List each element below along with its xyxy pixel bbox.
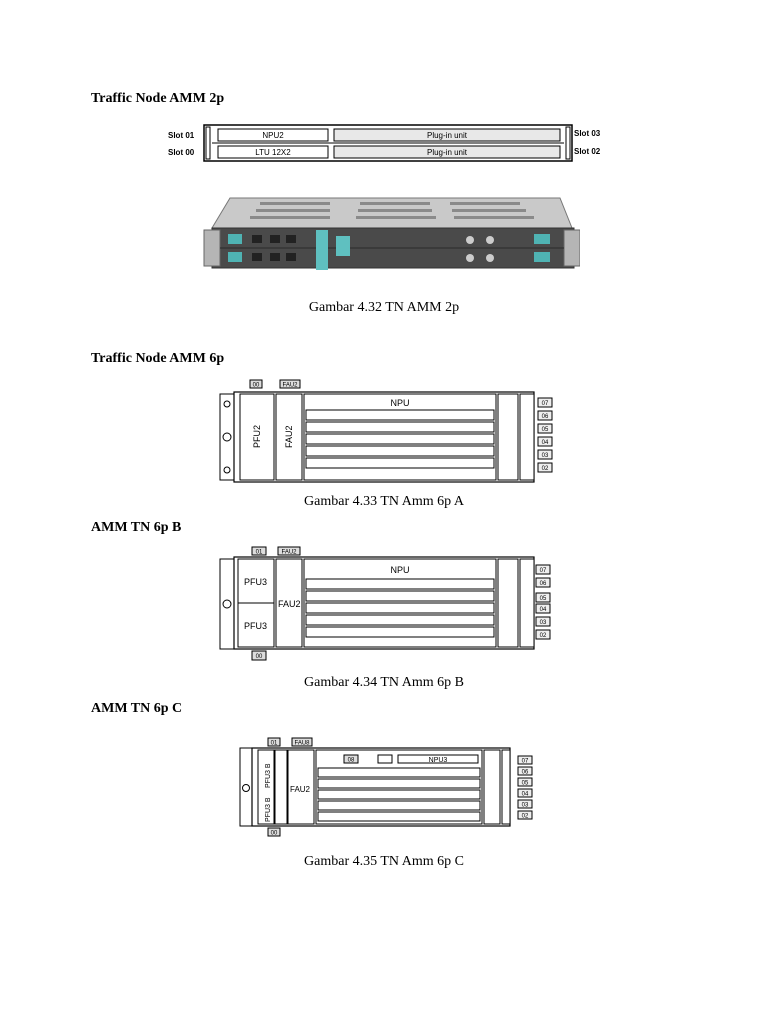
slot-tag: 08 — [348, 758, 355, 764]
unit-label: FAU2 — [290, 785, 311, 794]
figure-caption: Gambar 4.33 TN Amm 6p A — [304, 494, 464, 509]
amm-6p-c-diagram: 01 FAU8 00 PFU3 B PFU3 B FAU2 08 NPU3 07… — [239, 737, 533, 837]
unit-label: LTU 12X2 — [255, 148, 291, 157]
slot-tag: 00 — [253, 383, 260, 389]
slot-label: Slot 00 — [168, 148, 195, 157]
slot-tag: 02 — [522, 814, 529, 820]
slot-tag: 04 — [542, 440, 549, 446]
unit-label: Plug-in unit — [427, 148, 468, 157]
figure-caption: Gambar 4.35 TN Amm 6p C — [304, 854, 464, 869]
unit-label: Plug-in unit — [427, 131, 468, 140]
amm-2p-photo — [203, 197, 580, 270]
slot-tag: 05 — [542, 427, 549, 433]
unit-label: PFU3 B — [265, 763, 272, 788]
slot-tag: FAU8 — [294, 741, 310, 747]
unit-label: PFU3 B — [265, 797, 272, 822]
slot-tag: 00 — [256, 654, 263, 660]
figure-caption: Gambar 4.34 TN Amm 6p B — [304, 675, 464, 690]
slot-tag: 05 — [522, 781, 529, 787]
slot-tag: 04 — [540, 607, 547, 613]
slot-tag: 02 — [542, 466, 549, 472]
slot-tag: 06 — [522, 770, 529, 776]
slot-tag: 06 — [540, 581, 547, 587]
amm-6p-b-diagram: 01 FAU2 00 PFU3 PFU3 FAU2 NPU 07 06 05 0… — [219, 546, 551, 661]
slot-tag: 02 — [540, 633, 547, 639]
slot-tag: 01 — [256, 550, 263, 556]
section-heading-amm-6p-c: AMM TN 6p C — [91, 701, 183, 716]
amm-6p-a-diagram: 00 FAU2 PFU2 FAU2 NPU 07 06 05 04 03 02 — [219, 379, 553, 483]
unit-label: PFU3 — [244, 621, 267, 631]
slot-tag: 00 — [271, 831, 278, 837]
slot-tag: 05 — [540, 596, 547, 602]
unit-label: PFU3 — [244, 577, 267, 587]
slot-label: Slot 03 — [574, 129, 601, 138]
slot-tag: FAU2 — [281, 550, 297, 556]
slot-tag: 01 — [271, 741, 278, 747]
unit-label: NPU3 — [429, 757, 448, 764]
slot-label: Slot 01 — [168, 131, 195, 140]
slot-tag: FAU2 — [282, 383, 298, 389]
section-heading-amm-6p-b: AMM TN 6p B — [91, 520, 182, 535]
slot-tag: 07 — [540, 568, 547, 574]
slot-tag: 04 — [522, 792, 529, 798]
figure-caption: Gambar 4.32 TN AMM 2p — [308, 300, 460, 315]
slot-tag: 07 — [522, 759, 529, 765]
slot-label: Slot 02 — [574, 147, 601, 156]
unit-label: PFU2 — [252, 425, 262, 448]
slot-tag: 07 — [542, 401, 549, 407]
slot-tag: 06 — [542, 414, 549, 420]
unit-label: NPU2 — [262, 131, 284, 140]
amm-2p-front-diagram: Slot 01 Slot 00 Slot 03 Slot 02 NPU2 LTU… — [168, 124, 601, 162]
section-heading-amm-2p: Traffic Node AMM 2p — [91, 91, 225, 106]
slot-tag: 03 — [540, 620, 547, 626]
unit-label: NPU — [390, 398, 409, 408]
unit-label: NPU — [390, 565, 409, 575]
unit-label: FAU2 — [284, 425, 294, 448]
slot-tag: 03 — [522, 803, 529, 809]
slot-tag: 03 — [542, 453, 549, 459]
unit-label: FAU2 — [278, 599, 301, 609]
section-heading-amm-6p: Traffic Node AMM 6p — [91, 351, 225, 366]
